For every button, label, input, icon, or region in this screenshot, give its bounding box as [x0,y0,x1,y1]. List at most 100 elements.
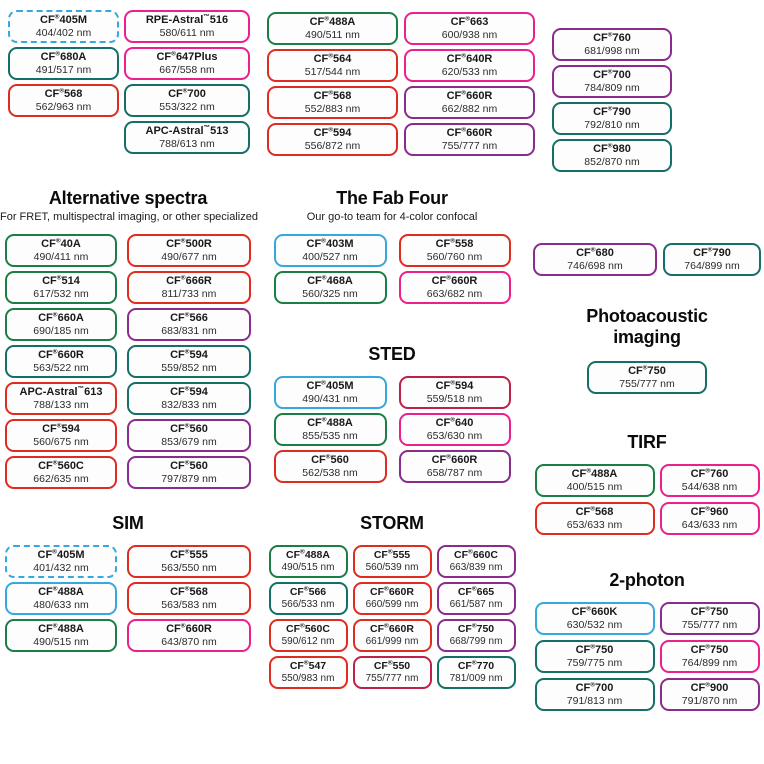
dye-name: CF®660R [370,585,414,599]
dye-name: CF®750 [690,604,729,618]
dye-name: CF®790 [593,105,631,118]
section-subtitle: Our go-to team for 4-color confocal [306,210,478,223]
dye-wavelengths: 660/599 nm [365,598,419,610]
dye-name: CF®568 [170,584,208,598]
dye-wavelengths: 563/522 nm [33,361,89,374]
dye-wavelengths: 788/613 nm [159,138,215,151]
dye-wavelengths: 832/833 nm [161,398,217,411]
dye-name: APC-Astral™613 [19,384,103,398]
dye-wavelengths: 559/852 nm [161,361,217,374]
dye-wavelengths: 853/679 nm [161,435,217,448]
dye-wavelengths: 560/760 nm [426,250,483,263]
dye-name: CF®555 [373,548,411,562]
dye-name: CF®568 [575,504,614,518]
dye-wavelengths: 563/550 nm [161,561,217,574]
dye-name: CF®594 [435,378,474,392]
dye-name: CF®488A [38,584,84,598]
dye-wavelengths: 404/402 nm [35,27,92,40]
dye-name: CF®700 [593,68,631,81]
section-title: STED [368,344,416,364]
dye-wavelengths: 755/777 nm [441,140,498,153]
dye-name: CF®403M [306,236,354,250]
dye-name: CF®488A [309,15,356,28]
dye-wavelengths: 566/533 nm [281,598,335,610]
dye-wavelengths: 811/733 nm [161,287,217,300]
dye-name: CF®560C [286,622,330,636]
dye-name: CF®647Plus [156,50,218,63]
dye-name: CF®680A [40,50,87,63]
dye-name: CF®594 [170,347,208,361]
dye-wavelengths: 852/870 nm [584,156,640,169]
dye-wavelengths: 490/677 nm [161,250,217,263]
dye-name: CF®555 [170,547,208,561]
dye-name: CF®660A [38,310,84,324]
dye-name: CF®700 [168,87,206,100]
dye-wavelengths: 643/633 nm [681,518,738,531]
dye-name: CF®760 [690,466,729,480]
dye-name: CF®960 [690,504,729,518]
dye-wavelengths: 663/682 nm [426,287,483,300]
dye-wavelengths: 600/938 nm [441,29,498,42]
dye-name: CF®640R [446,52,493,65]
dye-name: CF®900 [690,680,729,694]
dye-wavelengths: 755/777 nm [681,618,738,631]
dye-wavelengths: 643/870 nm [161,635,217,648]
dye-wavelengths: 491/517 nm [35,64,92,77]
dye-name: CF®750 [575,642,614,656]
section-title: The Fab Four [336,188,448,208]
dye-name: CF®550 [373,659,411,673]
dye-name: CF®750 [690,642,729,656]
dye-name: CF®750 [628,364,666,378]
dye-wavelengths: 683/831 nm [161,324,217,337]
dye-name: CF®680 [576,246,614,259]
dye-name: CF®560 [170,458,208,472]
dye-wavelengths: 517/544 nm [304,66,361,79]
dye-name: CF®660R [370,622,414,636]
dye-name: APC-Astral™513 [145,124,229,137]
dye-name: CF®566 [170,310,208,324]
dye-wavelengths: 562/538 nm [302,466,358,479]
dye-name: CF®405M [40,13,87,26]
section-title: Alternative spectra [48,188,208,208]
dye-name: CF®660R [431,452,478,466]
dye-name: CF®660C [454,548,498,562]
dye-name: CF®760 [593,31,631,44]
